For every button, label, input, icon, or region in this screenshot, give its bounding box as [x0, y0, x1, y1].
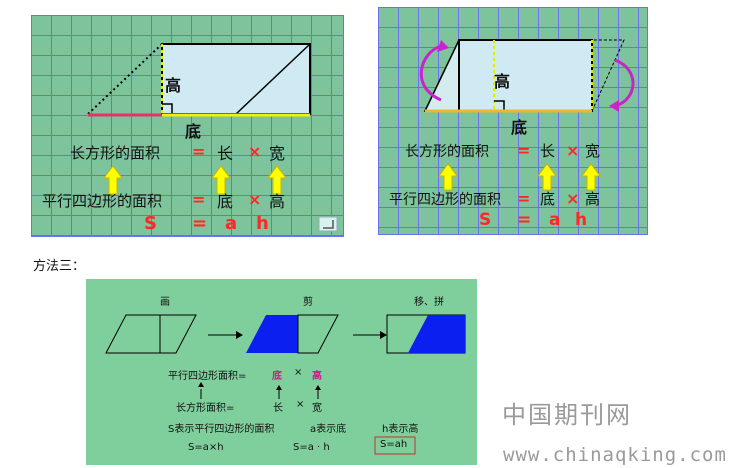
left-rotate-arrow: [419, 44, 442, 102]
note-s: S表示平行四边形的面积: [168, 424, 275, 435]
para-times: ×: [248, 190, 262, 209]
diagonal-line: [235, 43, 311, 115]
sym-h: h: [256, 213, 269, 234]
para-area-text: 平行四边形的面积: [389, 192, 501, 208]
panel2-diagram: [419, 39, 635, 191]
para-height: 高: [585, 190, 601, 208]
watermark-url: www.chinaqking.com: [503, 444, 727, 466]
up-arrow-mid: [537, 163, 557, 191]
sym-s: S: [144, 213, 157, 234]
rect-times: ×: [566, 141, 580, 160]
rect-width-word: 宽: [312, 403, 322, 414]
cut-and-move-panel: 画 剪 移、拼 平行四边形面积= 底 × 高 长方形面积= 长 × 宽 S表示平…: [86, 279, 477, 465]
rect-length-word: 长: [273, 403, 283, 414]
rect-length: 长: [217, 144, 234, 163]
rect-width: 宽: [269, 144, 286, 163]
rectangle-shape: [458, 39, 593, 112]
right-triangle-dashed: [591, 39, 625, 112]
height-label: 高: [165, 76, 182, 95]
rect-times: ×: [248, 142, 262, 161]
cut-blue-piece: [246, 315, 298, 353]
dotted-hypotenuse: [87, 43, 163, 115]
para-times: ×: [566, 189, 580, 208]
sym-h: h: [575, 210, 588, 230]
rect-eq: =: [192, 142, 206, 161]
note-a: a表示底: [310, 424, 347, 435]
rect-area-line: 长方形面积=: [176, 403, 235, 414]
rect-width: 宽: [585, 142, 601, 160]
para-times: ×: [294, 367, 303, 378]
rect-area-text: 长方形的面积: [405, 144, 489, 160]
para-eq: =: [517, 189, 531, 208]
parallelogram-draw: [105, 314, 197, 354]
right-angle-marker: [494, 100, 505, 111]
para-area-text: 平行四边形的面积: [42, 192, 163, 210]
rect-length: 长: [540, 142, 556, 160]
step-move-label: 移、拼: [414, 297, 444, 308]
up-arrow-left: [103, 165, 123, 195]
right-angle-marker: [162, 103, 173, 114]
right-rotate-arrow: [614, 58, 635, 108]
sym-a: a: [225, 213, 238, 234]
panel1-diagram: [87, 43, 338, 232]
base-label: 底: [185, 122, 202, 141]
up-arrow-right: [581, 163, 601, 191]
panel3-diagram: [105, 314, 466, 455]
method-three-label: 方法三：: [33, 259, 86, 274]
rectangle-shape: [161, 43, 311, 115]
rectangle-transform-panel-1: 高 底 长方形的面积 = 长 × 宽 平行四边形的面积 = 底 × 高 S = …: [31, 15, 344, 237]
note-h: h表示高: [382, 424, 419, 435]
para-area-line: 平行四边形面积=: [168, 371, 247, 382]
step-cut-label: 剪: [303, 297, 313, 308]
watermark-chinese: 中国期刊网: [502, 401, 632, 429]
sym-a: a: [549, 210, 561, 230]
cut-remaining-piece: [297, 314, 339, 354]
moved-blue-piece: [408, 315, 465, 353]
para-base-word: 底: [272, 371, 282, 382]
formula-2: S=a · h: [293, 442, 330, 453]
para-height-word: 高: [312, 371, 322, 382]
rect-eq: =: [517, 141, 531, 160]
rect-times: ×: [296, 399, 305, 410]
corner-return-icon: [318, 216, 338, 232]
height-label: 高: [494, 72, 511, 91]
para-height: 高: [269, 192, 286, 211]
base-label: 底: [511, 118, 528, 137]
rect-area-text: 长方形的面积: [70, 144, 161, 162]
up-arrow-right: [267, 165, 287, 195]
up-arrow-left: [438, 163, 458, 191]
rectangle-transform-panel-2: 高 底 长方形的面积 = 长 × 宽 平行四边形的面积 = 底 × 高 S = …: [378, 7, 648, 235]
sym-eq: =: [192, 213, 208, 234]
final-formula-box: [374, 436, 416, 455]
para-base: 底: [217, 192, 234, 211]
sym-s: S: [479, 210, 492, 230]
up-arrow-mid: [211, 165, 231, 195]
formula-1: S=a×h: [188, 442, 224, 453]
para-base: 底: [540, 190, 556, 208]
step-draw-label: 画: [160, 297, 170, 308]
sym-eq: =: [517, 210, 532, 230]
formula-3: S=ah: [380, 439, 408, 450]
para-eq: =: [192, 190, 206, 209]
